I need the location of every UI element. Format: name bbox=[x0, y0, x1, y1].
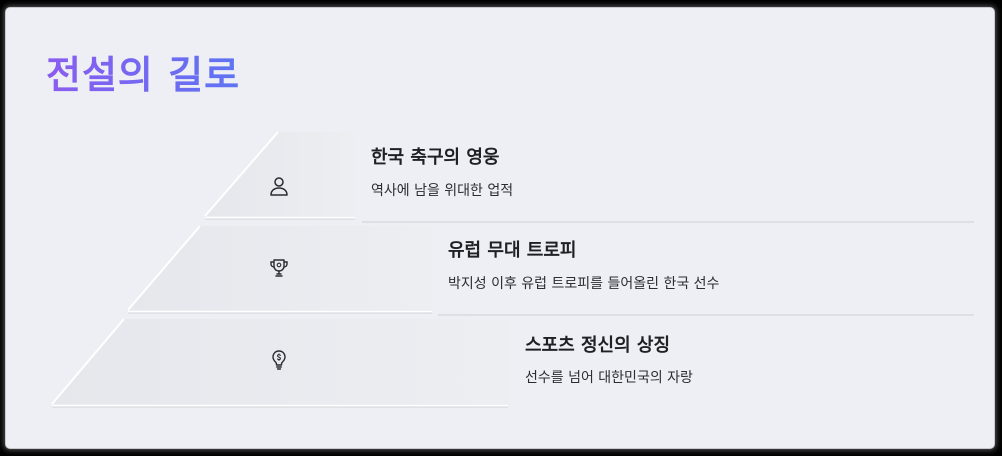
tier-2-description: 박지성 이후 유럽 트로피를 들어올린 한국 선수 bbox=[448, 276, 720, 292]
trophy-icon bbox=[270, 259, 288, 277]
lightbulb-icon bbox=[272, 350, 286, 370]
page-title: 전설의 길로 bbox=[46, 53, 241, 97]
pyramid-tier-2 bbox=[127, 225, 432, 314]
tier-1-heading: 한국 축구의 영웅 bbox=[371, 147, 500, 168]
person-icon bbox=[270, 177, 288, 196]
tier-3-heading: 스포츠 정신의 상징 bbox=[525, 335, 671, 356]
pyramid-tier-1 bbox=[204, 131, 355, 220]
tier-3-description: 선수를 넘어 대한민국의 자랑 bbox=[525, 370, 693, 386]
tier-1-description: 역사에 남을 위대한 업적 bbox=[371, 183, 514, 199]
pyramid-tier-3 bbox=[51, 318, 508, 408]
tier-2-heading: 유럽 무대 트로피 bbox=[448, 240, 577, 261]
